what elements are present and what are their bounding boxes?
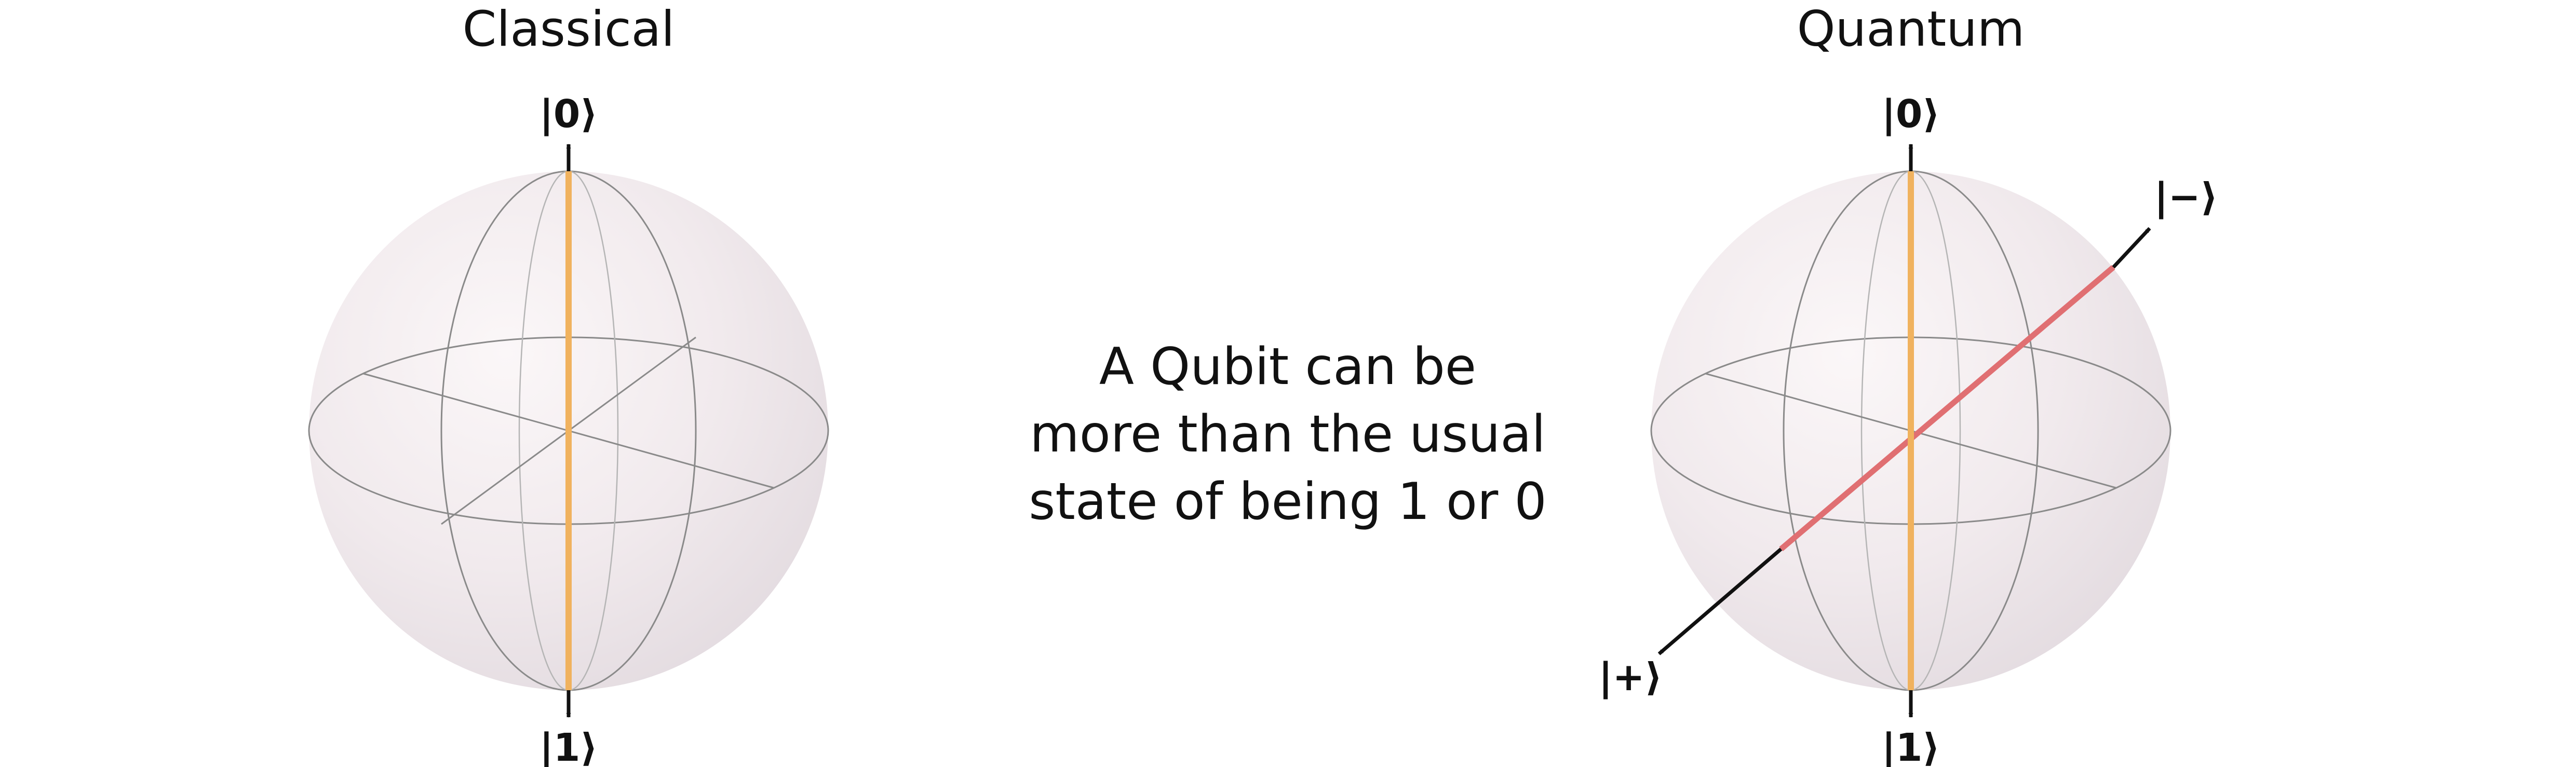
quantum-diagonal-axis: [1779, 265, 2115, 552]
quantum-title: Quantum: [1797, 1, 2025, 58]
quantum-sphere: Quantum |0⟩ |1⟩ |−⟩ |+⟩: [1599, 1, 2218, 767]
quantum-ket-1: |1⟩: [1882, 725, 1940, 767]
caption-line-2: more than the usual: [1030, 405, 1545, 464]
classical-ket-0: |0⟩: [540, 92, 598, 136]
quantum-ket-plus: |+⟩: [1599, 655, 1663, 700]
caption-line-1: A Qubit can be: [1099, 337, 1476, 396]
classical-sphere: Classical |0⟩ |1⟩: [308, 1, 829, 767]
quantum-ket-0: |0⟩: [1882, 92, 1940, 136]
caption-line-3: state of being 1 or 0: [1029, 472, 1546, 531]
classical-ket-1: |1⟩: [540, 725, 598, 767]
quantum-ket-minus: |−⟩: [2154, 175, 2218, 220]
quantum-plus-arrow: [1657, 547, 1783, 655]
classical-title: Classical: [463, 1, 675, 58]
quantum-minus-arrow: [2112, 227, 2151, 269]
caption: A Qubit can be more than the usual state…: [1029, 337, 1546, 531]
